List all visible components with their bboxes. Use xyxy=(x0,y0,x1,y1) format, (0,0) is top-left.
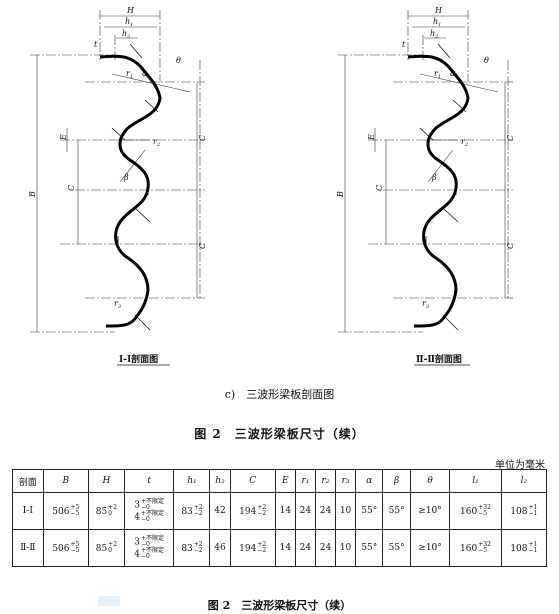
cell-r3: 10 xyxy=(335,529,357,567)
cell-t: 3+不限定−0 4+不限定−0 xyxy=(123,492,175,530)
unit-note: 单位为毫米 xyxy=(495,460,545,471)
col-header-C: C xyxy=(229,469,276,493)
cell-t: 3+不限定−0 4+不限定−0 xyxy=(123,529,175,567)
cell-beta: 55° xyxy=(382,529,411,567)
dim-C-label-upper: C xyxy=(506,135,515,141)
cell-h2: 42 xyxy=(209,492,231,530)
col-header-l2: l₂ xyxy=(500,469,548,493)
dim-E-label: E xyxy=(367,134,376,141)
cell-r3: 10 xyxy=(335,492,357,530)
cell-C: 194+2−2 xyxy=(229,492,276,530)
col-header-E: E xyxy=(274,469,296,493)
dim-alpha-label: α xyxy=(142,69,148,78)
dim-C-label-upper: C xyxy=(198,135,207,141)
section-label-II: Ⅱ-Ⅱ剖面图 xyxy=(416,353,462,365)
dim-C-label-lower: C xyxy=(506,243,515,249)
bottom-figure-title: 图 2 三波形梁板尺寸（续） xyxy=(207,599,352,612)
dim-h1-label: h1 xyxy=(433,17,441,28)
cell-r1: 24 xyxy=(294,492,316,530)
dim-t-label: t xyxy=(94,40,98,49)
col-header-r3: r₃ xyxy=(335,469,357,493)
section-label-I: Ⅰ-Ⅰ剖面图 xyxy=(119,353,158,365)
cell-h1: 83+2−2 xyxy=(173,529,211,567)
col-header-alpha: α xyxy=(355,469,384,493)
cell-C: 194+2−2 xyxy=(229,529,276,567)
col-header-l1: l₁ xyxy=(449,469,502,493)
dim-C-label-lower: C xyxy=(198,243,207,249)
cell-alpha: 55° xyxy=(355,529,384,567)
dim-t-label: t xyxy=(402,40,406,49)
watermark-stamp xyxy=(98,596,120,606)
col-header-r2: r₂ xyxy=(314,469,337,493)
cell-theta: ≥10° xyxy=(409,529,451,567)
cell-r1: 24 xyxy=(294,529,316,567)
cell-h2: 46 xyxy=(209,529,231,567)
cell-section: Ⅰ-Ⅰ xyxy=(12,492,44,530)
dim-C-label-left: C xyxy=(67,185,76,191)
cell-l1: 160+32−5 xyxy=(449,492,502,530)
dim-alpha-label: α xyxy=(450,69,456,78)
col-header-B: B xyxy=(42,469,89,493)
col-header-beta: β xyxy=(382,469,411,493)
cell-l2: 108+1−1 xyxy=(500,492,548,530)
dim-H-label: H xyxy=(434,6,443,15)
table-header-row: 剖面 B H t h₁ h₂ C E r₁ r₂ r₃ α β θ l₁ l₂ xyxy=(12,469,548,493)
cell-theta: ≥10° xyxy=(409,492,451,530)
cross-section-drawings: H h1 h2 t θ r1 α E r2 C C C β B r3 Ⅰ-Ⅰ剖面… xyxy=(28,6,515,366)
dim-theta-label: θ xyxy=(176,56,181,65)
dim-r3-label: r3 xyxy=(114,299,121,310)
section-drawing-right: H h1 h2 t θ r1 α E r2 C C C β B r3 Ⅱ-Ⅱ剖面… xyxy=(336,6,515,366)
dim-r2-label: r2 xyxy=(153,137,160,148)
cell-r2: 24 xyxy=(314,492,337,530)
dim-theta-label: θ xyxy=(484,56,489,65)
cell-B: 506+5−5 xyxy=(42,492,89,530)
cell-E: 14 xyxy=(274,492,296,530)
dim-C-label-left: C xyxy=(375,185,384,191)
dim-B-label: B xyxy=(28,191,37,198)
col-header-theta: θ xyxy=(409,469,451,493)
col-header-t: t xyxy=(123,469,175,493)
col-header-h1: h₁ xyxy=(173,469,211,493)
dim-h2-label: h2 xyxy=(122,29,130,40)
cell-l1: 160+32−5 xyxy=(449,529,502,567)
dim-h2-label: h2 xyxy=(430,29,438,40)
col-header-h2: h₂ xyxy=(209,469,231,493)
cell-beta: 55° xyxy=(382,492,411,530)
dimensions-table: 剖面 B H t h₁ h₂ C E r₁ r₂ r₃ α β θ l₁ l₂ … xyxy=(12,469,548,567)
dim-r2-label: r2 xyxy=(461,137,468,148)
dim-H-label: H xyxy=(126,6,135,15)
cell-alpha: 55° xyxy=(355,492,384,530)
cell-r2: 24 xyxy=(314,529,337,567)
dim-r1-label: r1 xyxy=(434,69,441,80)
cell-E: 14 xyxy=(274,529,296,567)
cell-l2: 108+1−1 xyxy=(500,529,548,567)
col-header-H: H xyxy=(87,469,125,493)
cell-B: 506+5−5 xyxy=(42,529,89,567)
dim-r3-label: r3 xyxy=(422,299,429,310)
cell-section: Ⅱ-Ⅱ xyxy=(12,529,44,567)
figure-title: 图 2 三波形梁板尺寸（续） xyxy=(194,427,365,441)
dim-beta-label: β xyxy=(431,173,437,182)
dim-beta-label: β xyxy=(123,173,129,182)
section-drawing-left: H h1 h2 t θ r1 α E r2 C C C β B r3 Ⅰ-Ⅰ剖面… xyxy=(28,6,207,366)
dim-E-label: E xyxy=(59,134,68,141)
col-header-r1: r₁ xyxy=(294,469,316,493)
dim-h1-label: h1 xyxy=(125,17,133,28)
col-header-section: 剖面 xyxy=(12,469,44,493)
dim-B-label: B xyxy=(336,191,345,198)
cell-h1: 83+2−2 xyxy=(173,492,211,530)
sub-figure-caption: c) 三波形梁板剖面图 xyxy=(224,388,335,401)
dim-r1-label: r1 xyxy=(126,69,133,80)
